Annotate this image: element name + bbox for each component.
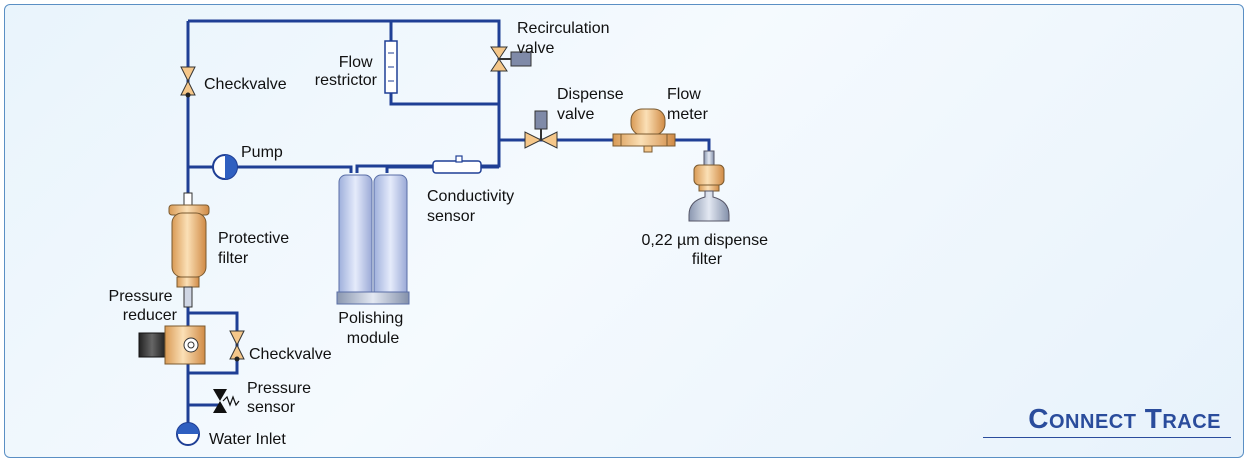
flow-restrictor-icon — [384, 40, 398, 94]
water-inlet-label: Water Inlet — [209, 431, 286, 448]
dispense-filter-label: 0,22 µm dispense filter — [641, 232, 772, 268]
recirculation-valve-icon — [490, 46, 532, 72]
protective-filter-label: Protective filter — [218, 230, 294, 267]
pressure-sensor-label: Pressure sensor — [247, 380, 315, 416]
pressure-reducer-label: Pressure reducer — [109, 288, 178, 324]
diagram-frame: Recirculation valve Flow restrictor Chec… — [4, 4, 1244, 458]
pump-label: Pump — [241, 144, 283, 161]
water-system-diagram: Recirculation valve Flow restrictor Chec… — [109, 19, 772, 448]
protective-filter-icon — [168, 192, 210, 308]
checkvalve-bottom-icon — [229, 330, 245, 362]
water-inlet-icon — [176, 422, 200, 446]
conductivity-sensor-icon — [432, 155, 482, 174]
checkvalve-bottom-label: Checkvalve — [249, 346, 332, 363]
flow-meter-label: Flow meter — [667, 86, 709, 123]
polishing-module-label: Polishing module — [338, 310, 407, 347]
recirculation-valve-label: Recirculation valve — [517, 20, 614, 57]
flow-restrictor-label: Flow restrictor — [315, 54, 378, 89]
dispense-filter-icon — [688, 150, 730, 222]
brand-title: Connect Trace — [1028, 403, 1221, 434]
conductivity-sensor-label: Conductivity sensor — [427, 188, 519, 225]
dispense-valve-icon — [524, 110, 558, 149]
checkvalve-top-label: Checkvalve — [204, 76, 287, 93]
pressure-reducer-icon — [138, 325, 206, 365]
polishing-module-icon — [336, 174, 410, 305]
dispense-valve-label: Dispense valve — [557, 86, 628, 123]
checkvalve-top-icon — [180, 66, 196, 98]
pressure-sensor-icon — [213, 389, 240, 413]
flow-meter-icon — [612, 108, 676, 153]
brand-underline — [983, 437, 1231, 438]
pump-icon — [212, 154, 238, 180]
